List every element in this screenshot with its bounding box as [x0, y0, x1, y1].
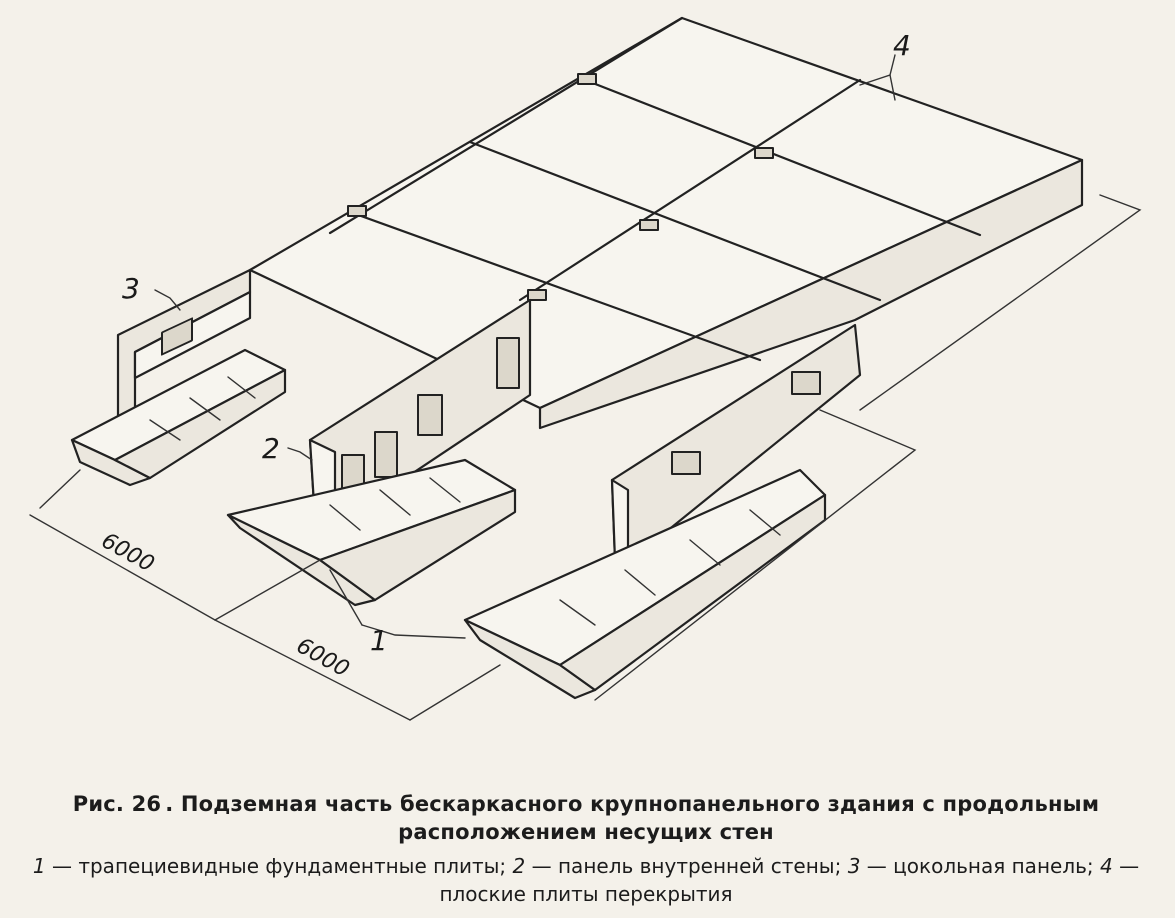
callout-4: 4 — [893, 29, 911, 62]
slab-joint-node — [754, 147, 774, 159]
foundation-strip-left — [70, 348, 287, 487]
figure-number: Рис. 26 — [72, 792, 162, 816]
caption-text: . Подземная часть бескаркасного крупнопа… — [165, 792, 1100, 844]
floor-slab-deck — [248, 16, 1084, 430]
legend-text: — плоские плиты перекрытия — [439, 854, 1140, 906]
door-opening — [496, 337, 520, 389]
slab-joint — [518, 78, 862, 302]
slab-joint — [468, 140, 882, 302]
slab-joint-node — [577, 73, 597, 85]
socle-panel-right — [610, 323, 862, 570]
caption-title: Рис. 26. Подземная часть бескаркасного к… — [6, 790, 1166, 846]
ground-outline — [594, 194, 1142, 701]
foundation-strip-middle — [226, 458, 517, 607]
slab-joint-node — [639, 219, 659, 231]
legend-num: 3 — [847, 854, 861, 878]
legend-num: 4 — [1100, 854, 1113, 878]
legend-text: — цокольная панель; — [860, 854, 1100, 878]
legend-text: — трапециевидные фундаментные плиты; — [45, 854, 513, 878]
callouts: 3 2 1 4 — [122, 29, 911, 657]
legend-num: 1 — [32, 854, 46, 878]
slab-joint — [328, 16, 684, 235]
slab-joint — [578, 76, 982, 237]
building-diagram: 6000 6000 3 2 1 4 — [29, 16, 1142, 721]
socle-panel-left — [116, 268, 252, 430]
vent-opening — [791, 371, 821, 395]
vent-opening — [671, 451, 701, 475]
callout-3: 3 — [122, 272, 140, 305]
vent-opening — [161, 317, 193, 356]
slab-joint-node — [527, 289, 547, 301]
caption-legend: 1 — трапециевидные фундаментные плиты; 2… — [6, 852, 1166, 908]
window-opening — [417, 394, 443, 436]
callout-1: 1 — [370, 624, 388, 657]
callout-2: 2 — [262, 432, 280, 465]
slab-joint-node — [347, 205, 367, 217]
foundation-strip-right — [463, 468, 827, 700]
slab-joint — [348, 210, 762, 362]
window-opening — [374, 431, 398, 478]
legend-text: — панель внутренней стены; — [525, 854, 848, 878]
legend-num: 2 — [512, 854, 526, 878]
